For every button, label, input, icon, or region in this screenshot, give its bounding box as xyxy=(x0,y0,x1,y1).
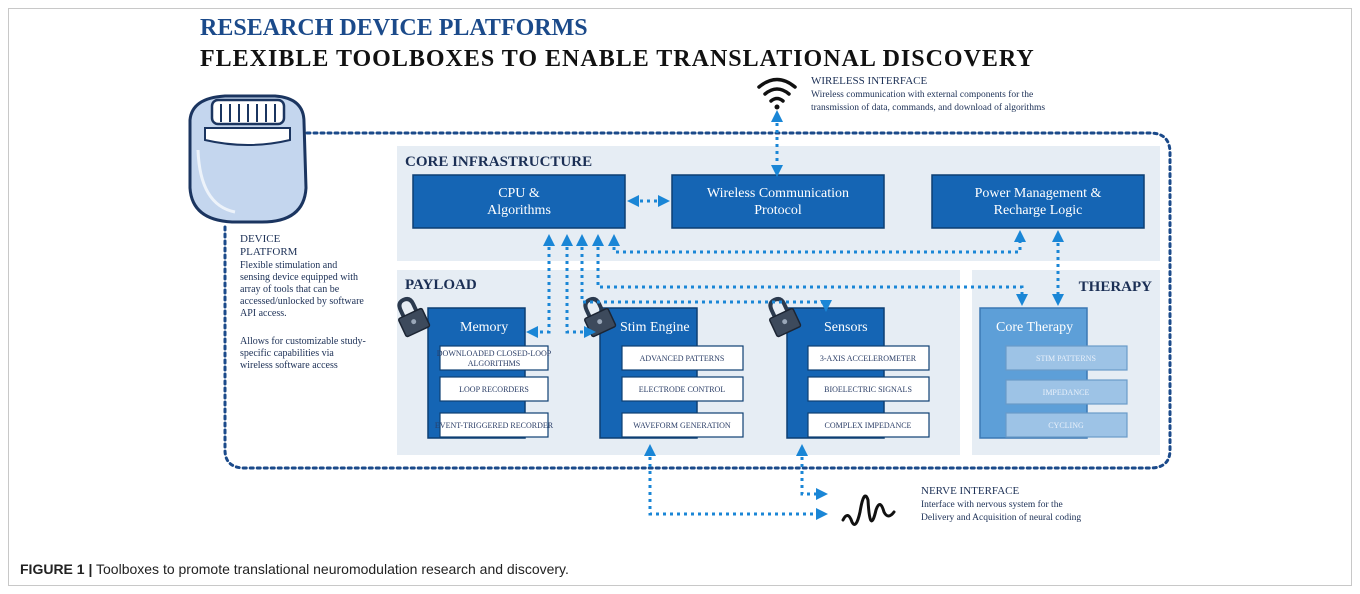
device-platform-desc-line: array of tools that can be xyxy=(240,284,340,295)
memory-module-title: Memory xyxy=(460,320,508,335)
cpu-memory-arrow xyxy=(526,234,555,338)
therapy-item-label: IMPEDANCE xyxy=(1043,388,1090,397)
nerve-interface-line: Interface with nervous system for the xyxy=(921,499,1063,510)
sensors-item-label: COMPLEX IMPEDANCE xyxy=(825,421,912,430)
cpu-stim-arrow xyxy=(561,234,596,338)
device-platform-desc-line: sensing device equipped with xyxy=(240,272,358,283)
device-platform-heading-line2: PLATFORM xyxy=(240,246,298,258)
sensors-nerve-arrow xyxy=(796,444,828,500)
sensors-module: Sensors 3-AXIS ACCELEROMETER BIOELECTRIC… xyxy=(786,307,930,439)
sensors-item: COMPLEX IMPEDANCE xyxy=(807,412,930,438)
device-platform-desc2-line: specific capabilities via xyxy=(240,348,334,359)
wireless-interface-line: transmission of data, commands, and down… xyxy=(811,102,1045,113)
cpu-algorithms-box: CPU & Algorithms xyxy=(412,174,626,229)
sensors-module-title: Sensors xyxy=(824,320,868,335)
stim-engine-item: ELECTRODE CONTROL xyxy=(621,376,744,402)
therapy-item: STIM PATTERNS xyxy=(1005,345,1128,371)
device-platform-desc2-line: Allows for customizable study- xyxy=(240,336,366,347)
payload-label: PAYLOAD xyxy=(405,277,477,293)
nerve-interface-line: Delivery and Acquisition of neural codin… xyxy=(921,512,1081,523)
device-platform-desc-line: Flexible stimulation and xyxy=(240,260,337,271)
memory-item-label: ALGORITHMS xyxy=(468,359,520,368)
therapy-item: CYCLING xyxy=(1005,412,1128,438)
device-platform-diagram: RESEARCH DEVICE PLATFORMS FLEXIBLE TOOLB… xyxy=(188,15,1172,526)
therapy-item-label: CYCLING xyxy=(1048,421,1084,430)
device-platform-desc-line: accessed/unlocked by software xyxy=(240,296,364,307)
stim-engine-item: ADVANCED PATTERNS xyxy=(621,345,744,371)
therapy-label: THERAPY xyxy=(1079,279,1153,295)
padlock-icon xyxy=(397,297,431,338)
stim-engine-item-label: WAVEFORM GENERATION xyxy=(633,421,731,430)
memory-item-label: LOOP RECORDERS xyxy=(459,385,529,394)
power-box-line2: Recharge Logic xyxy=(994,203,1083,218)
device-platform-description: DEVICE PLATFORM Flexible stimulation and… xyxy=(240,233,366,371)
wireless-interface-line: Wireless communication with external com… xyxy=(811,89,1033,100)
wireless-interface-note: WIRELESS INTERFACE Wireless communicatio… xyxy=(811,75,1045,113)
stim-engine-item-label: ELECTRODE CONTROL xyxy=(639,385,726,394)
memory-item-label: DOWNLOADED CLOSED-LOOP xyxy=(437,349,552,358)
core-therapy-module: Core Therapy STIM PATTERNS IMPEDANCE CYC… xyxy=(979,307,1128,439)
cpu-box-line1: CPU & xyxy=(498,186,540,201)
device-boundary xyxy=(223,131,1172,470)
diagram-title: RESEARCH DEVICE PLATFORMS xyxy=(200,15,588,41)
wireless-interface-heading: WIRELESS INTERFACE xyxy=(811,75,927,87)
wireless-box-line2: Protocol xyxy=(754,203,802,218)
implant-device-icon xyxy=(188,94,308,224)
therapy-item-label: STIM PATTERNS xyxy=(1036,354,1096,363)
figure-frame xyxy=(8,8,1352,586)
memory-module: Memory DOWNLOADED CLOSED-LOOP ALGORITHMS… xyxy=(427,307,554,439)
device-platform-heading-line1: DEVICE xyxy=(240,233,281,245)
stim-nerve-arrow xyxy=(644,444,828,520)
figure-caption-label: FIGURE 1 | xyxy=(20,561,93,577)
diagram-subtitle: FLEXIBLE TOOLBOXES TO ENABLE TRANSLATION… xyxy=(200,46,1035,72)
core-infrastructure-label: CORE INFRASTRUCTURE xyxy=(405,154,592,170)
connection-arrows xyxy=(526,110,1064,520)
wireless-protocol-box: Wireless Communication Protocol xyxy=(671,174,885,229)
memory-item-label: EVENT-TRIGGERED RECORDER xyxy=(435,421,554,430)
sensors-item: BIOELECTRIC SIGNALS xyxy=(807,376,930,402)
memory-item: EVENT-TRIGGERED RECORDER xyxy=(435,412,554,438)
sensors-item-label: 3-AXIS ACCELEROMETER xyxy=(820,354,917,363)
nerve-interface-heading: NERVE INTERFACE xyxy=(921,485,1019,497)
neural-signal-icon xyxy=(841,494,896,526)
cpu-therapy-arrow xyxy=(592,234,1028,306)
nerve-interface-note: NERVE INTERFACE Interface with nervous s… xyxy=(921,485,1081,523)
power-management-box: Power Management & Recharge Logic xyxy=(931,174,1145,229)
core-therapy-title: Core Therapy xyxy=(996,320,1073,335)
wifi-icon xyxy=(757,77,797,110)
cpu-box-line2: Algorithms xyxy=(487,203,551,218)
wireless-box-line1: Wireless Communication xyxy=(707,186,849,201)
stim-engine-item-label: ADVANCED PATTERNS xyxy=(640,354,725,363)
memory-item: DOWNLOADED CLOSED-LOOP ALGORITHMS xyxy=(437,345,552,371)
sensors-item-label: BIOELECTRIC SIGNALS xyxy=(824,385,912,394)
memory-item: LOOP RECORDERS xyxy=(439,376,549,402)
device-platform-desc2-line: wireless software access xyxy=(240,360,338,371)
device-platform-desc-line: API access. xyxy=(240,308,287,319)
sensors-item: 3-AXIS ACCELEROMETER xyxy=(807,345,930,371)
stim-engine-module: Stim Engine ADVANCED PATTERNS ELECTRODE … xyxy=(599,307,744,439)
power-box-line1: Power Management & xyxy=(975,186,1102,201)
therapy-item: IMPEDANCE xyxy=(1005,379,1128,405)
stim-engine-item: WAVEFORM GENERATION xyxy=(621,412,744,438)
figure-caption: FIGURE 1 | Toolboxes to promote translat… xyxy=(20,561,569,577)
stim-engine-module-title: Stim Engine xyxy=(620,320,690,335)
figure-caption-text: Toolboxes to promote translational neuro… xyxy=(92,561,569,577)
